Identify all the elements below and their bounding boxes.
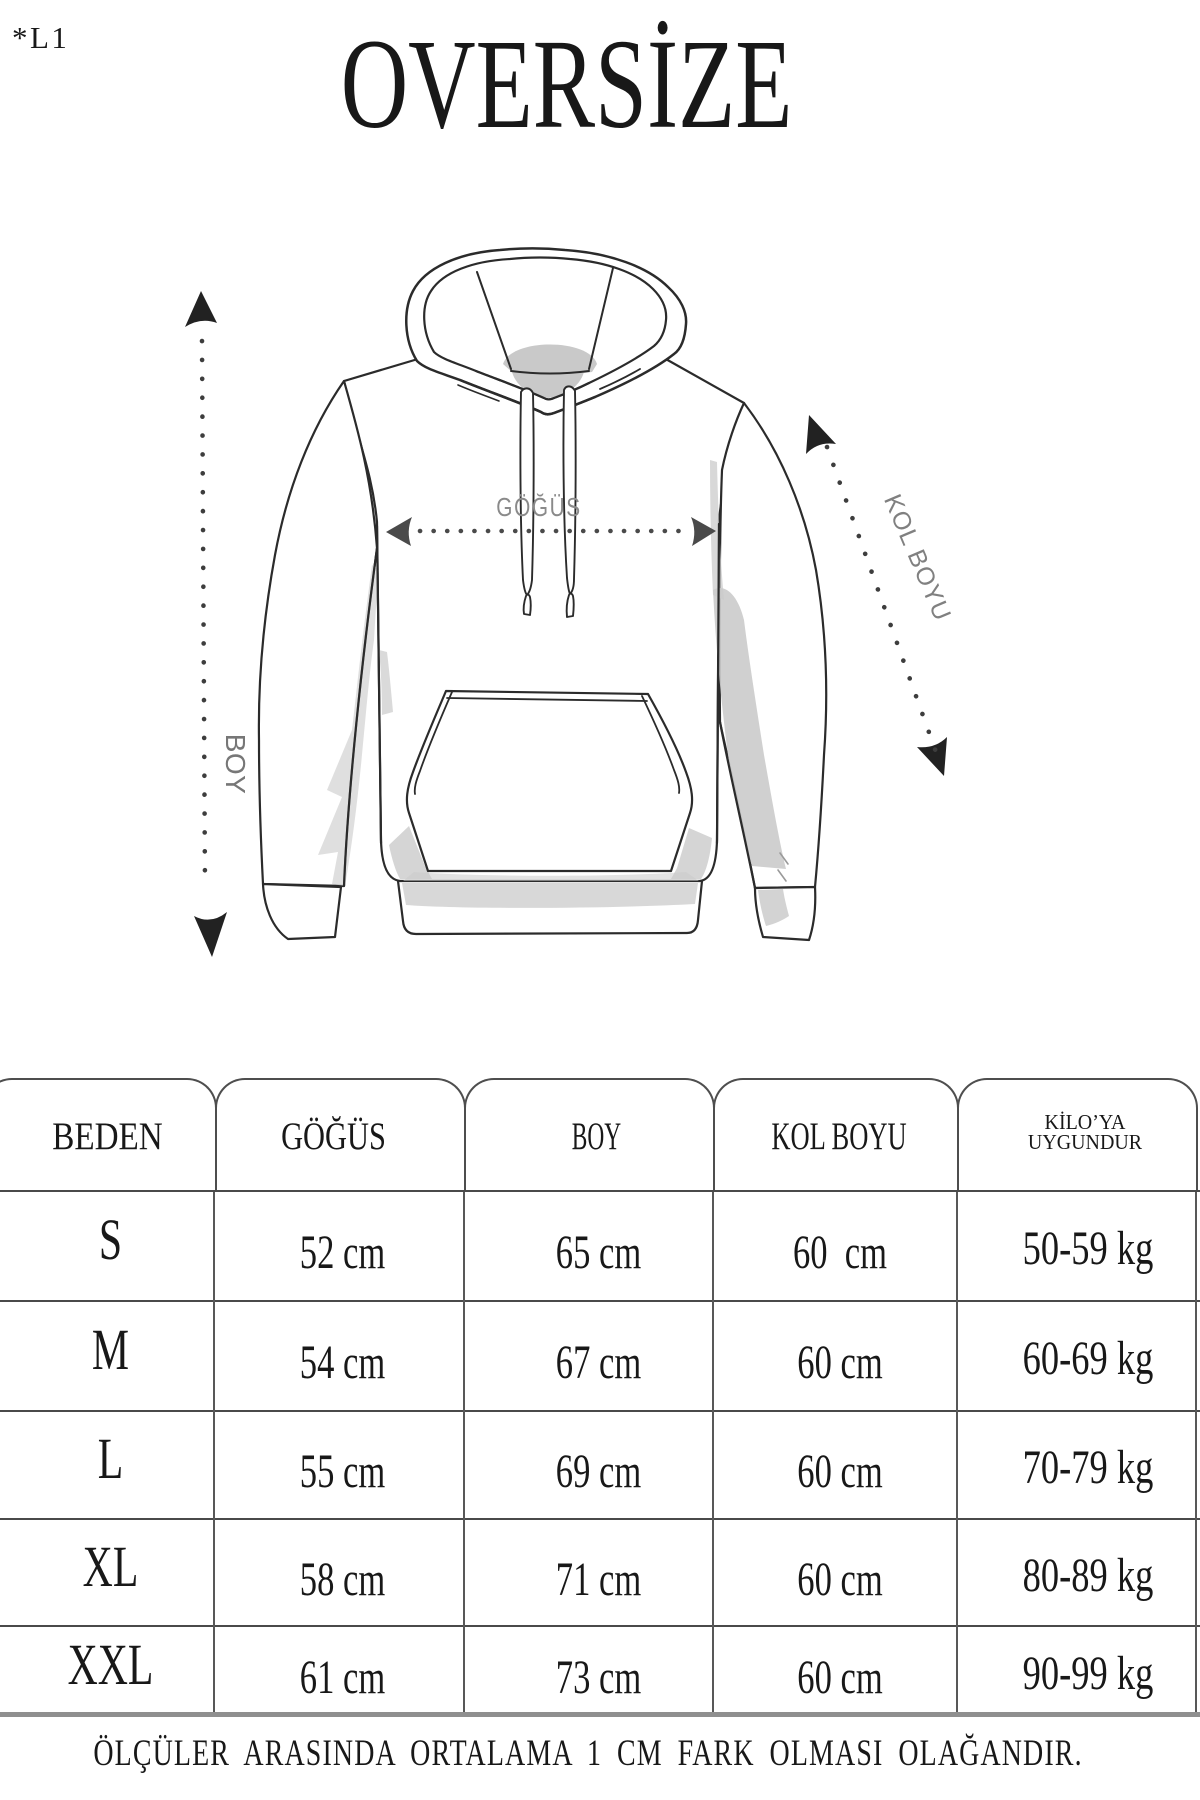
svg-text:BOY: BOY (220, 734, 251, 795)
svg-text:KOL BOYU: KOL BOYU (878, 490, 956, 625)
svg-text:GÖĞÜS: GÖĞÜS (496, 493, 581, 522)
